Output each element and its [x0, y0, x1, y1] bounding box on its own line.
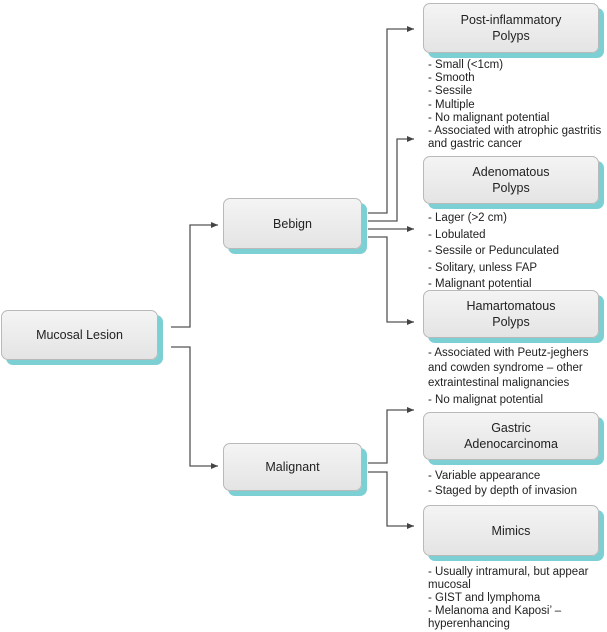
note-item: - Staged by depth of invasion: [428, 485, 577, 497]
notes-adenomatous: - Lager (>2 cm) - Lobulated - Sessile or…: [428, 210, 559, 293]
node-label: Adenomatous Polyps: [472, 165, 550, 195]
note-item: - Lobulated: [428, 228, 486, 241]
note-item: - Sessile: [428, 85, 473, 98]
node-label: Post-inflammatory Polyps: [460, 13, 562, 43]
connector-malignant-adenocarcinoma: [368, 407, 414, 464]
node-hamartomatous-polyps: Hamartomatous Polyps: [423, 290, 599, 338]
connector-benign-hamartomatous: [368, 236, 414, 325]
node-label: Malignant: [265, 460, 320, 474]
node-adenomatous-polyps: Adenomatous Polyps: [423, 156, 599, 204]
note-item: - Associated with atrophic gastritis and…: [428, 125, 602, 151]
notes-adenocarcinoma: - Variable appearance - Staged by depth …: [428, 469, 577, 499]
node-label: Mimics: [491, 523, 531, 538]
notes-hamartomatous: - Associated with Peutz-jeghers and cowd…: [428, 346, 588, 391]
node-label: Bebign: [273, 216, 312, 231]
connector-root-benign: [171, 222, 218, 328]
node-label: Hamartomatous Polyps: [466, 299, 556, 329]
note-item: - No malignat potential: [428, 394, 544, 406]
note-item: - GIST and lymphoma: [428, 592, 541, 604]
note-item: - Multiple: [428, 98, 475, 111]
note-item: - No malignant potential: [428, 111, 550, 124]
node-post-inflammatory-polyps: Post-inflammatory Polyps: [423, 3, 599, 53]
connector-root-malignant: [171, 346, 218, 469]
note-item: - Associated with Peutz-jeghers and cowd…: [428, 347, 589, 389]
note-item: - Usually intramural, but appear mucosal: [428, 566, 589, 591]
connector-benign-notes: [368, 136, 414, 222]
node-mucosal-lesion: Mucosal Lesion: [1, 310, 158, 360]
node-benign: Bebign: [223, 198, 362, 249]
connector-malignant-mimics: [368, 471, 414, 529]
note-item: - Sessile or Pedunculated: [428, 245, 560, 257]
notes-adenocarcinoma-pre: - No malignat potential: [428, 394, 543, 407]
note-item: - Lager (>2 cm): [428, 212, 507, 224]
note-item: - Malignant potential: [428, 278, 532, 290]
node-label: Gastric Adenocarcinoma: [464, 421, 558, 451]
node-label: Mucosal Lesion: [36, 328, 123, 342]
notes-mimics: - Usually intramural, but appear mucosal…: [428, 566, 588, 631]
note-item: - Small (<1cm): [428, 59, 504, 71]
note-item: - Solitary, unless FAP: [428, 261, 538, 274]
note-item: - Melanoma and Kaposi’ – hyperenhancing: [428, 605, 562, 630]
node-mimics: Mimics: [423, 505, 599, 556]
connector-benign-postinflammatory: [368, 26, 414, 214]
note-item: - Smooth: [428, 72, 475, 85]
note-item: - Variable appearance: [428, 470, 541, 482]
node-malignant: Malignant: [223, 443, 362, 491]
node-gastric-adenocarcinoma: Gastric Adenocarcinoma: [423, 412, 599, 460]
notes-post-inflammatory: - Small (<1cm) - Smooth - Sessile - Mult…: [428, 59, 601, 151]
